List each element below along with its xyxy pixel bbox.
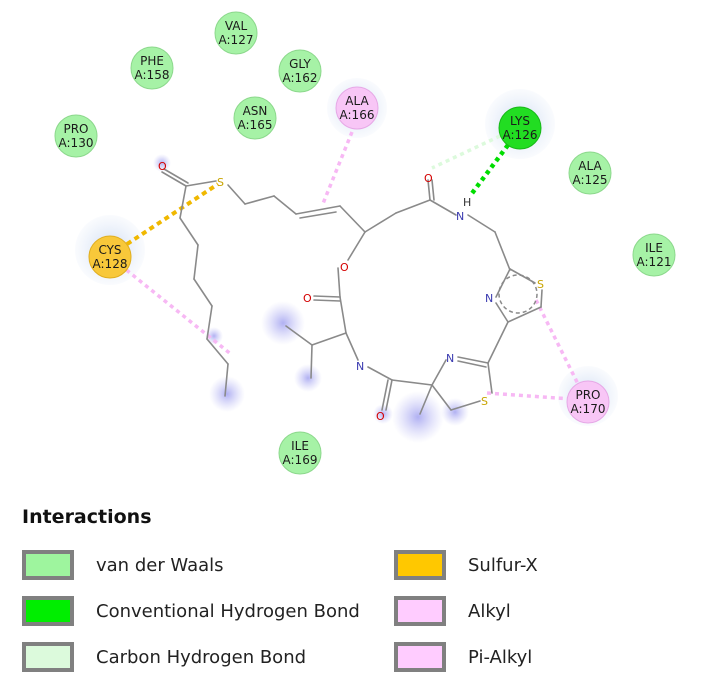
residue-circle (335, 86, 379, 130)
legend-item-pialkyl: Pi-Alkyl (394, 640, 532, 674)
svg-text:N: N (356, 360, 364, 373)
legend-label-alkyl: Alkyl (468, 600, 511, 622)
legend-label-sulfur: Sulfur-X (468, 554, 538, 576)
residue-ala125: ALA A:125 (568, 151, 612, 195)
residue-gly162: GLY A:162 (278, 49, 322, 93)
legend-item-alkyl: Alkyl (394, 594, 511, 628)
residue-circle (632, 233, 676, 277)
alkyl-line-ala166 (320, 131, 354, 207)
svg-text:ILE: ILE (645, 241, 663, 255)
alkyl-line-cys128 (112, 258, 234, 357)
residue-circle (54, 114, 98, 158)
carbon-hbond-line-lys126 (431, 134, 501, 170)
legend-swatch-hbond (22, 596, 74, 626)
interaction-diagram: O S O N H O O N O N S N S VAL A:127 PHE … (54, 11, 676, 475)
svg-text:ILE: ILE (291, 439, 309, 453)
legend-swatch-sulfur (394, 550, 446, 580)
svg-text:N: N (485, 292, 493, 305)
solvent-surface (153, 154, 469, 443)
residue-circle (498, 106, 542, 150)
pialkyl-line-pro170 (534, 299, 587, 399)
residue-circle (130, 46, 174, 90)
svg-text:A:127: A:127 (219, 33, 254, 47)
svg-text:N: N (456, 210, 464, 223)
svg-text:A:130: A:130 (59, 136, 94, 150)
legend-swatch-pialkyl (394, 642, 446, 672)
sulfur-line-cys128 (110, 182, 220, 256)
residue-lys126: LYS A:126 (498, 106, 542, 150)
svg-text:GLY: GLY (289, 57, 311, 71)
legend-item-vdw: van der Waals (22, 548, 224, 582)
svg-text:A:125: A:125 (573, 173, 608, 187)
residue-asn165: ASN A:165 (233, 96, 277, 140)
svg-text:A:162: A:162 (283, 71, 318, 85)
residue-circle (233, 96, 277, 140)
residue-circle (214, 11, 258, 55)
svg-text:ASN: ASN (243, 104, 268, 118)
svg-text:A:126: A:126 (503, 128, 538, 142)
svg-text:A:165: A:165 (238, 118, 273, 132)
svg-text:O: O (376, 410, 385, 423)
legend-label-pialkyl: Pi-Alkyl (468, 646, 533, 668)
svg-text:PRO: PRO (63, 122, 88, 136)
residue-pro170: PRO A:170 (566, 380, 610, 424)
legend-item-chbond: Carbon Hydrogen Bond (22, 640, 306, 674)
svg-text:S: S (481, 395, 488, 408)
svg-text:A:158: A:158 (135, 68, 170, 82)
svg-text:O: O (303, 292, 312, 305)
legend-label-vdw: van der Waals (96, 554, 224, 576)
svg-text:VAL: VAL (225, 19, 248, 33)
svg-text:ALA: ALA (345, 94, 369, 108)
legend-item-hbond: Conventional Hydrogen Bond (22, 594, 360, 628)
legend-swatch-vdw (22, 550, 74, 580)
residue-circle (278, 49, 322, 93)
residue-circle (566, 380, 610, 424)
atom-labels: O S O N H O O N O N S N S (158, 160, 544, 423)
residue-circle (88, 235, 132, 279)
svg-text:ALA: ALA (578, 159, 602, 173)
residue-cys128: CYS A:128 (88, 235, 132, 279)
aromatic-ring (498, 274, 538, 314)
legend-item-sulfur: Sulfur-X (394, 548, 538, 582)
residue-ala166: ALA A:166 (335, 86, 379, 130)
legend-swatch-chbond (22, 642, 74, 672)
svg-text:A:169: A:169 (283, 453, 318, 467)
svg-text:LYS: LYS (510, 114, 530, 128)
legend-swatch-alkyl (394, 596, 446, 626)
svg-text:O: O (340, 261, 349, 274)
legend-label-hbond: Conventional Hydrogen Bond (96, 600, 360, 622)
residue-val127: VAL A:127 (214, 11, 258, 55)
legend-title: Interactions (22, 506, 152, 528)
legend-label-chbond: Carbon Hydrogen Bond (96, 646, 307, 668)
residue-circle (568, 151, 612, 195)
svg-text:CYS: CYS (98, 243, 121, 257)
svg-text:S: S (217, 176, 224, 189)
svg-text:H: H (463, 196, 471, 209)
hbond-line-lys126 (468, 143, 510, 198)
residue-phe158: PHE A:158 (130, 46, 174, 90)
svg-text:O: O (158, 160, 167, 173)
residue-nodes: VAL A:127 PHE A:158 GLY A:162 ASN A:165 … (54, 11, 676, 475)
svg-text:O: O (424, 172, 433, 185)
residue-pro130: PRO A:130 (54, 114, 98, 158)
svg-text:A:170: A:170 (571, 402, 606, 416)
residue-ile121: ILE A:121 (632, 233, 676, 277)
residue-ile169: ILE A:169 (278, 431, 322, 475)
svg-text:A:128: A:128 (93, 257, 128, 271)
svg-text:A:121: A:121 (637, 255, 672, 269)
residue-circle (278, 431, 322, 475)
svg-text:PRO: PRO (575, 388, 600, 402)
svg-text:PHE: PHE (140, 54, 164, 68)
svg-text:S: S (537, 278, 544, 291)
svg-text:A:166: A:166 (340, 108, 375, 122)
svg-text:N: N (446, 352, 454, 365)
